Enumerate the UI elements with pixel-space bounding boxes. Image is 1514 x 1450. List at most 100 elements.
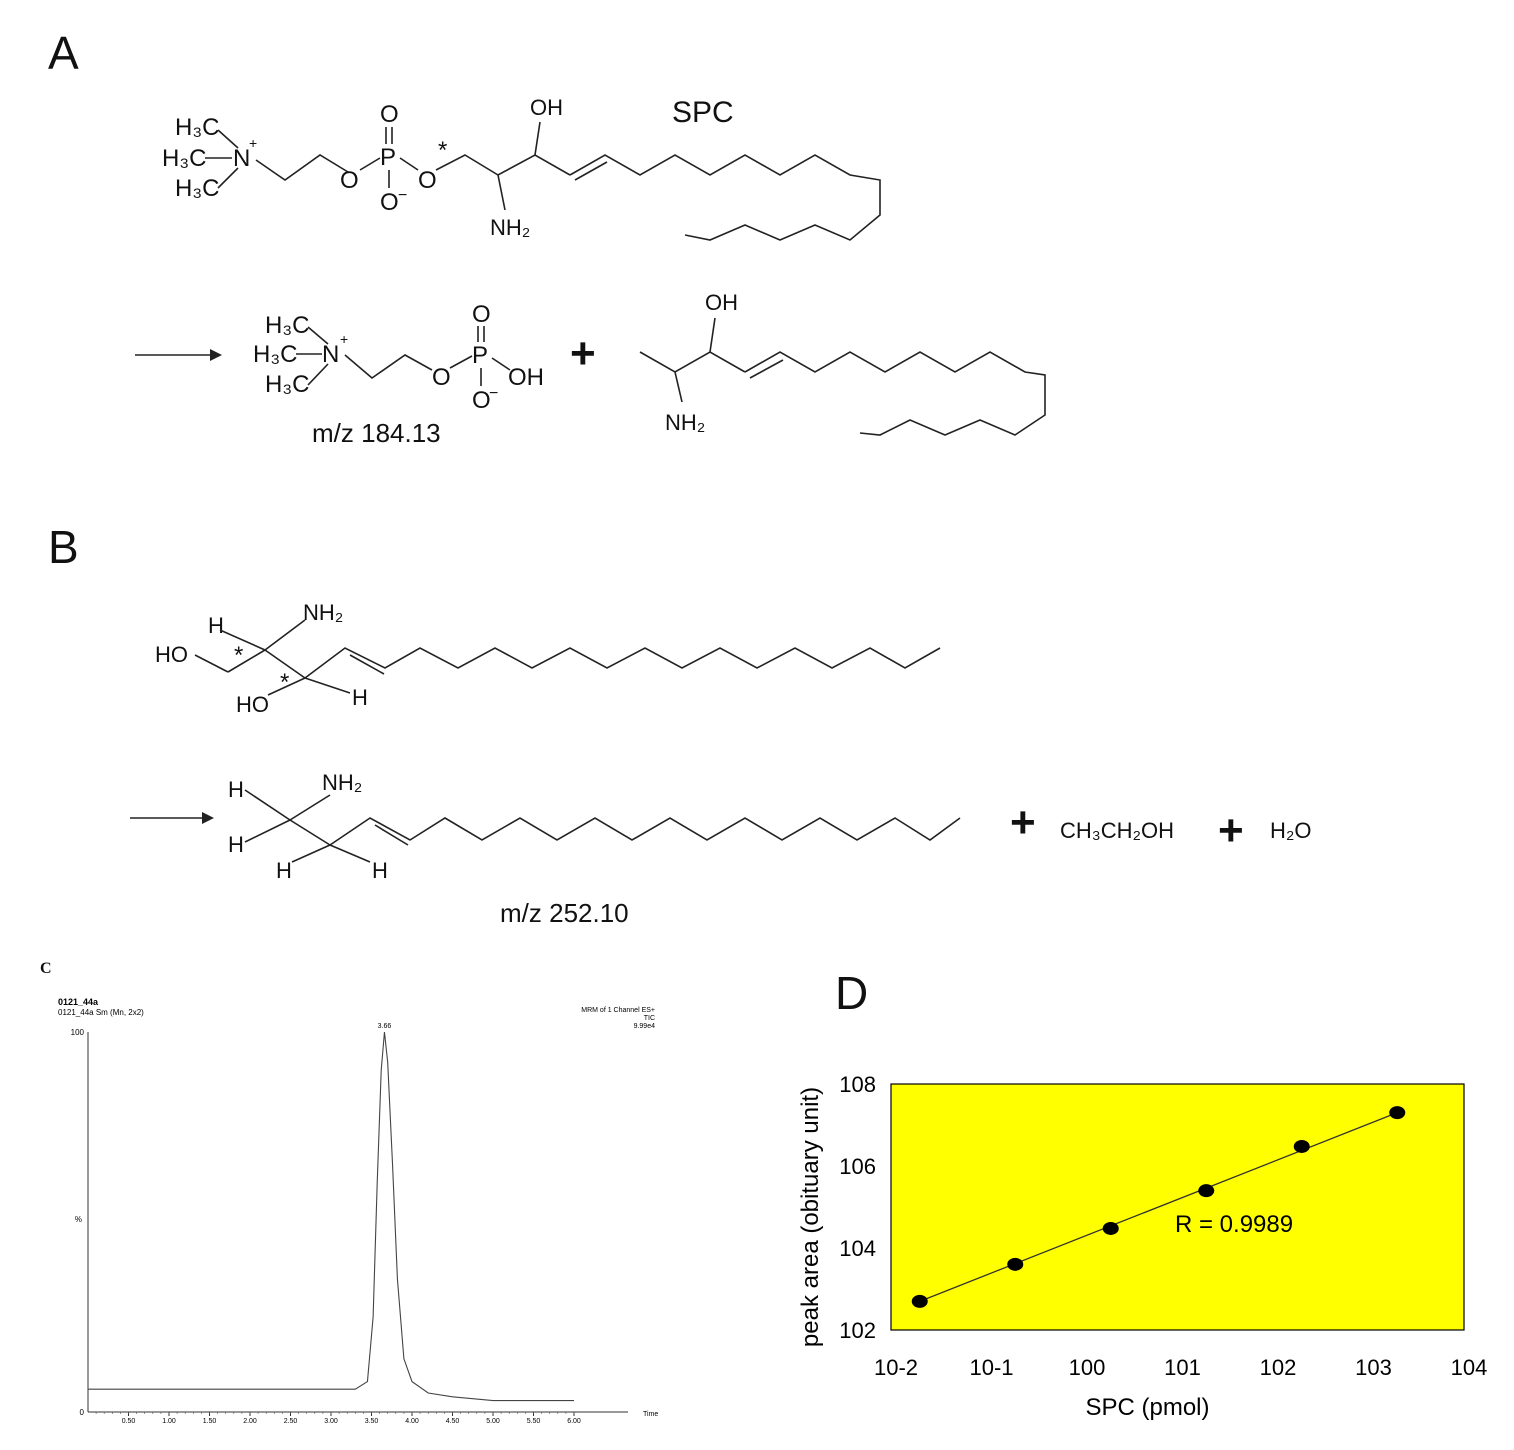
b-star-1: * [234, 642, 243, 669]
frag-minus: − [489, 385, 498, 402]
methyl-3: H₃C [175, 175, 219, 202]
b-amine: NH₂ [303, 600, 343, 625]
x-tick-label: 5.50 [527, 1418, 541, 1425]
data-point [1293, 1139, 1310, 1153]
chiral-star: * [438, 137, 447, 164]
x-tick-label: 6.00 [567, 1418, 581, 1425]
chromatogram-title: 0121_44a [58, 997, 99, 1007]
y-tick-label: 102 [839, 1318, 876, 1343]
oxygen-ester: O [340, 167, 359, 194]
x-tick-label: 2.00 [243, 1418, 257, 1425]
methyl-1: H₃C [175, 114, 219, 141]
plot-area [890, 1083, 1465, 1331]
x-tick-label: 1.00 [162, 1418, 176, 1425]
panel-label-a: A [48, 27, 79, 79]
hydroxyl: OH [530, 95, 563, 120]
r-value-annotation: R = 0.9989 [1175, 1211, 1293, 1238]
x-tick-label: 10-1 [969, 1355, 1013, 1380]
x-tick-label: 3.50 [365, 1418, 379, 1425]
x-tick-label: 4.50 [446, 1418, 460, 1425]
frag-plus: + [340, 331, 348, 347]
x-tick-label: 1.50 [203, 1418, 217, 1425]
x-tick-label: 101 [1164, 1355, 1201, 1380]
nitrogen: N [233, 145, 250, 172]
frag2-amine: NH₂ [665, 410, 705, 435]
x-axis-label: Time [643, 1411, 658, 1418]
oxygen-link: O [418, 167, 437, 194]
charge-minus: − [398, 187, 407, 204]
x-tick-label: 0.50 [122, 1418, 136, 1425]
frag-phosphorus: P [472, 342, 488, 369]
x-tick-label: 3.00 [324, 1418, 338, 1425]
chromatogram-header-1: TIC [644, 1015, 655, 1022]
amine: NH₂ [490, 215, 530, 240]
spc-label: SPC [672, 96, 734, 129]
y-tick-label: 100 [71, 1028, 85, 1037]
panel-b-structures: H NH₂ HO * * HO H H NH₂ H H H + CH₃CH₂OH… [130, 600, 1312, 928]
plus-sign-b2: + [1218, 806, 1244, 855]
b-fragment-mz-label: m/z 252.10 [500, 898, 629, 928]
fragment-mz-label: m/z 184.13 [312, 418, 441, 448]
x-tick-label: 5.00 [486, 1418, 500, 1425]
b2-h-1: H [228, 777, 244, 802]
panel-label-c: C [40, 960, 52, 977]
x-tick-label: 10-2 [874, 1355, 918, 1380]
chromatogram-trace [88, 1031, 574, 1402]
plus-sign-b1: + [1010, 798, 1036, 847]
y-axis-label: peak area (obituary unit) [797, 1087, 824, 1347]
b-hydrogen-right: H [352, 685, 368, 710]
chromatogram-header-0: MRM of 1 Channel ES+ [581, 1007, 655, 1014]
plus-sign-a: + [570, 329, 596, 378]
x-tick-label: 2.50 [284, 1418, 298, 1425]
peak-label: 3.66 [378, 1023, 392, 1030]
frag-nitrogen: N [322, 341, 339, 368]
data-point [1102, 1221, 1119, 1235]
panel-a-structures: H₃C H₃C H₃C N + O P O O − O * NH₂ OH SPC… [135, 95, 1046, 448]
frag-methyl-3: H₃C [265, 371, 309, 398]
y-tick-label: 108 [839, 1072, 876, 1097]
x-tick-label: 4.00 [405, 1418, 419, 1425]
b2-h-3: H [276, 858, 292, 883]
chromatogram-subtitle: 0121_44a Sm (Mn, 2x2) [58, 1008, 144, 1017]
frag2-hydroxyl: OH [705, 290, 738, 315]
x-tick-label: 100 [1069, 1355, 1106, 1380]
data-point [911, 1294, 928, 1308]
water-formula: H₂O [1270, 818, 1312, 843]
methyl-2: H₃C [162, 145, 206, 172]
chromatogram-header-2: 9.99e4 [634, 1023, 656, 1030]
frag-methyl-2: H₃C [253, 341, 297, 368]
b-hydroxyl-bottom: HO [236, 692, 269, 717]
b2-amine: NH₂ [322, 770, 362, 795]
data-point [1198, 1184, 1215, 1198]
frag-oxygen-top: O [472, 301, 491, 328]
x-tick-label: 102 [1260, 1355, 1297, 1380]
b2-h-4: H [372, 858, 388, 883]
frag-oxygen: O [432, 364, 451, 391]
data-point [1389, 1106, 1406, 1120]
data-point [1007, 1257, 1024, 1271]
x-tick-label: 103 [1355, 1355, 1392, 1380]
frag-oxygen-bottom: O [472, 387, 491, 414]
x-tick-label: 104 [1451, 1355, 1488, 1380]
x-axis-label: SPC (pmol) [1085, 1394, 1209, 1421]
ethanol-formula: CH₃CH₂OH [1060, 818, 1174, 843]
panel-label-b: B [48, 521, 79, 573]
panel-label-d: D [835, 967, 869, 1019]
y-tick-label: 104 [839, 1236, 876, 1261]
fit-line [919, 1112, 1398, 1302]
frag-hydroxyl: OH [508, 364, 544, 391]
b2-h-2: H [228, 832, 244, 857]
b-hydrogen-top: H [208, 613, 224, 638]
charge-plus: + [249, 135, 257, 151]
oxygen-top: O [380, 101, 399, 128]
y-tick-label: 0 [80, 1408, 85, 1417]
b-hydroxyl-left: HO [155, 642, 188, 667]
y-tick-label: 106 [839, 1154, 876, 1179]
phosphorus: P [380, 144, 396, 171]
oxygen-bottom: O [380, 189, 399, 216]
frag-methyl-1: H₃C [265, 312, 309, 339]
y-axis-label: % [75, 1215, 82, 1224]
b-star-2: * [280, 669, 289, 696]
